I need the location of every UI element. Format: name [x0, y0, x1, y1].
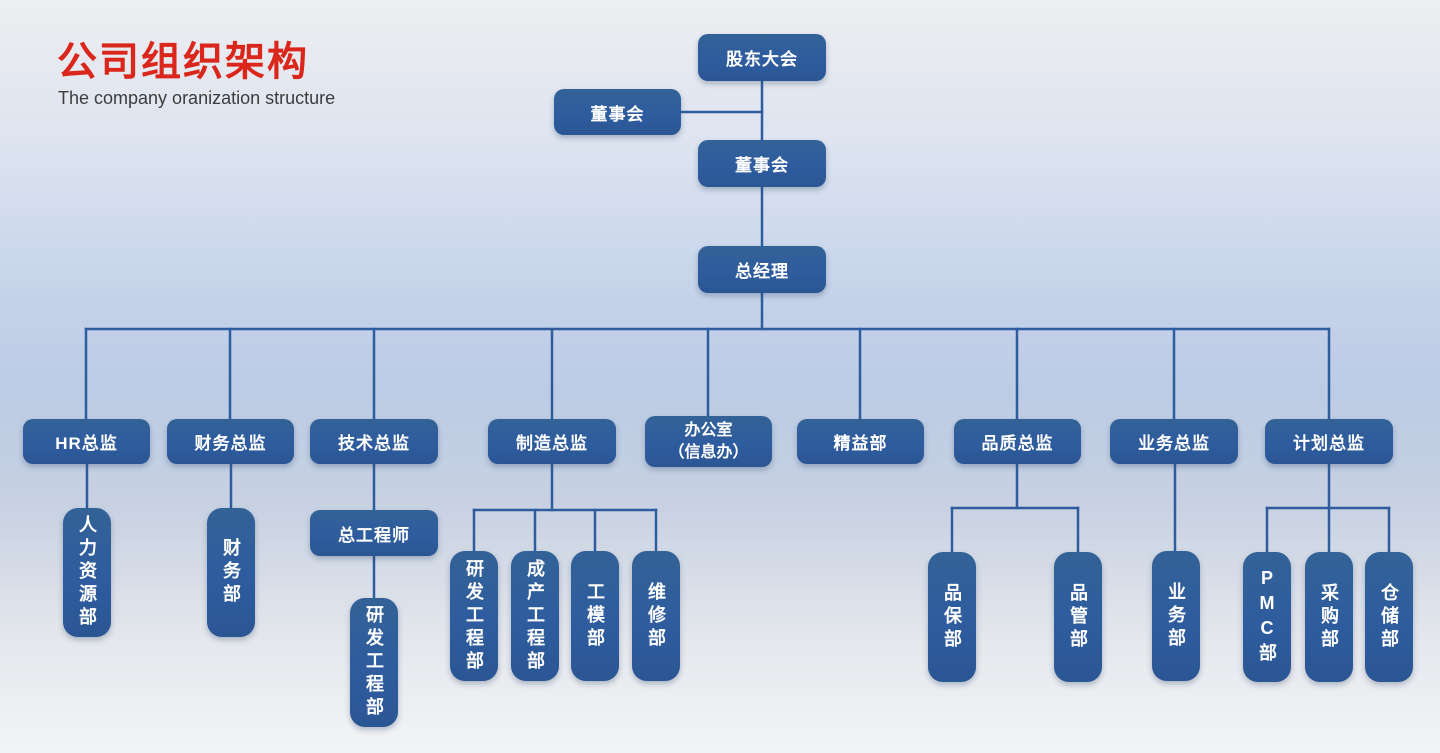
page-title: 公司组织架构	[57, 40, 309, 84]
page-subtitle: The company oranization structure	[58, 88, 336, 108]
node-board: 董事会	[698, 140, 826, 187]
node-purchasing-dept: 采购部	[1305, 552, 1353, 682]
node-manufacturing-director: 制造总监	[488, 419, 616, 464]
node-production-engineering-dept: 成产工程部	[511, 551, 559, 681]
node-general-manager: 总经理	[698, 246, 826, 293]
node-pmc-dept: PMC部	[1243, 552, 1291, 682]
node-tooling-dept: 工模部	[571, 551, 619, 681]
node-quality-control-dept: 品管部	[1054, 552, 1102, 682]
node-finance-dept: 财务部	[207, 508, 255, 637]
office-label: 办公室 （信息办）	[668, 421, 749, 461]
node-maintenance-dept: 维修部	[632, 551, 680, 681]
node-planning-director: 计划总监	[1265, 419, 1393, 464]
node-finance-director: 财务总监	[167, 419, 294, 464]
node-quality-assurance-dept: 品保部	[928, 552, 976, 682]
node-chief-engineer: 总工程师	[310, 510, 438, 556]
node-quality-director: 品质总监	[954, 419, 1081, 464]
node-business-dept: 业务部	[1152, 551, 1200, 681]
node-office-info: 办公室 （信息办）	[645, 416, 772, 467]
node-rd-engineering-dept-mfg: 研发工程部	[450, 551, 498, 681]
node-hr-director: HR总监	[23, 419, 150, 464]
node-warehouse-dept: 仓储部	[1365, 552, 1413, 682]
node-hr-dept: 人力资源部	[63, 508, 111, 637]
node-rd-engineering-dept-tech: 研发工程部	[350, 598, 398, 727]
node-board-side: 董事会	[554, 89, 681, 135]
node-shareholders-meeting: 股东大会	[698, 34, 826, 81]
node-lean-dept: 精益部	[797, 419, 924, 464]
node-tech-director: 技术总监	[310, 419, 438, 464]
chart-title-block: 公司组织架构 The company oranization structure	[57, 40, 335, 109]
node-business-director: 业务总监	[1110, 419, 1238, 464]
